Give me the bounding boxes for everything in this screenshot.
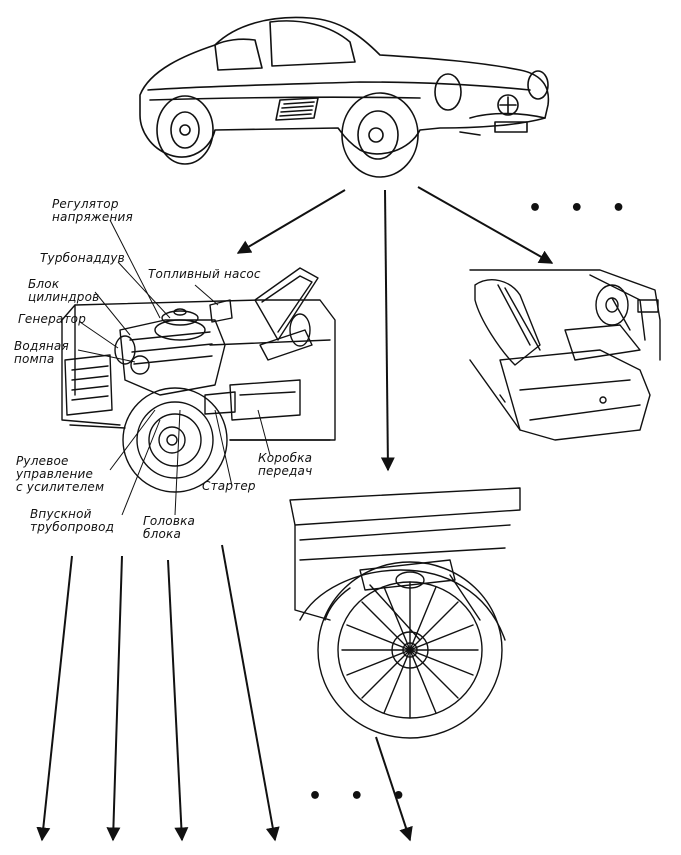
wheel-illustration	[289, 487, 521, 739]
label-voltage-regulator: Регулятор напряжения	[52, 197, 133, 224]
label-cylinder-block: Блок цилиндров	[28, 277, 100, 304]
arrow-from-wheel	[375, 736, 413, 842]
label-starter: Стартер	[202, 479, 256, 493]
ellipsis-bottom: • • •	[308, 784, 416, 809]
engine-leader-lines	[77, 219, 271, 516]
arrows-from-car	[236, 186, 554, 472]
arrows-from-engine	[36, 544, 280, 842]
label-cylinder-head: Головка блока	[143, 514, 196, 541]
label-gearbox: Коробка передач	[258, 451, 313, 478]
label-intake-manifold: Впускной трубопровод	[30, 507, 115, 534]
label-water-pump: Водяная помпа	[14, 339, 69, 366]
label-generator: Генератор	[18, 312, 87, 326]
ellipsis-top-right: • • •	[528, 196, 636, 221]
label-fuel-pump: Топливный насос	[148, 267, 261, 281]
label-power-steering: Рулевое управление с усилителем	[16, 454, 105, 494]
interior-illustration	[469, 269, 661, 441]
car-illustration	[139, 16, 550, 178]
label-turbocharger: Турбонаддув	[40, 251, 125, 265]
engine-illustration	[61, 267, 336, 493]
